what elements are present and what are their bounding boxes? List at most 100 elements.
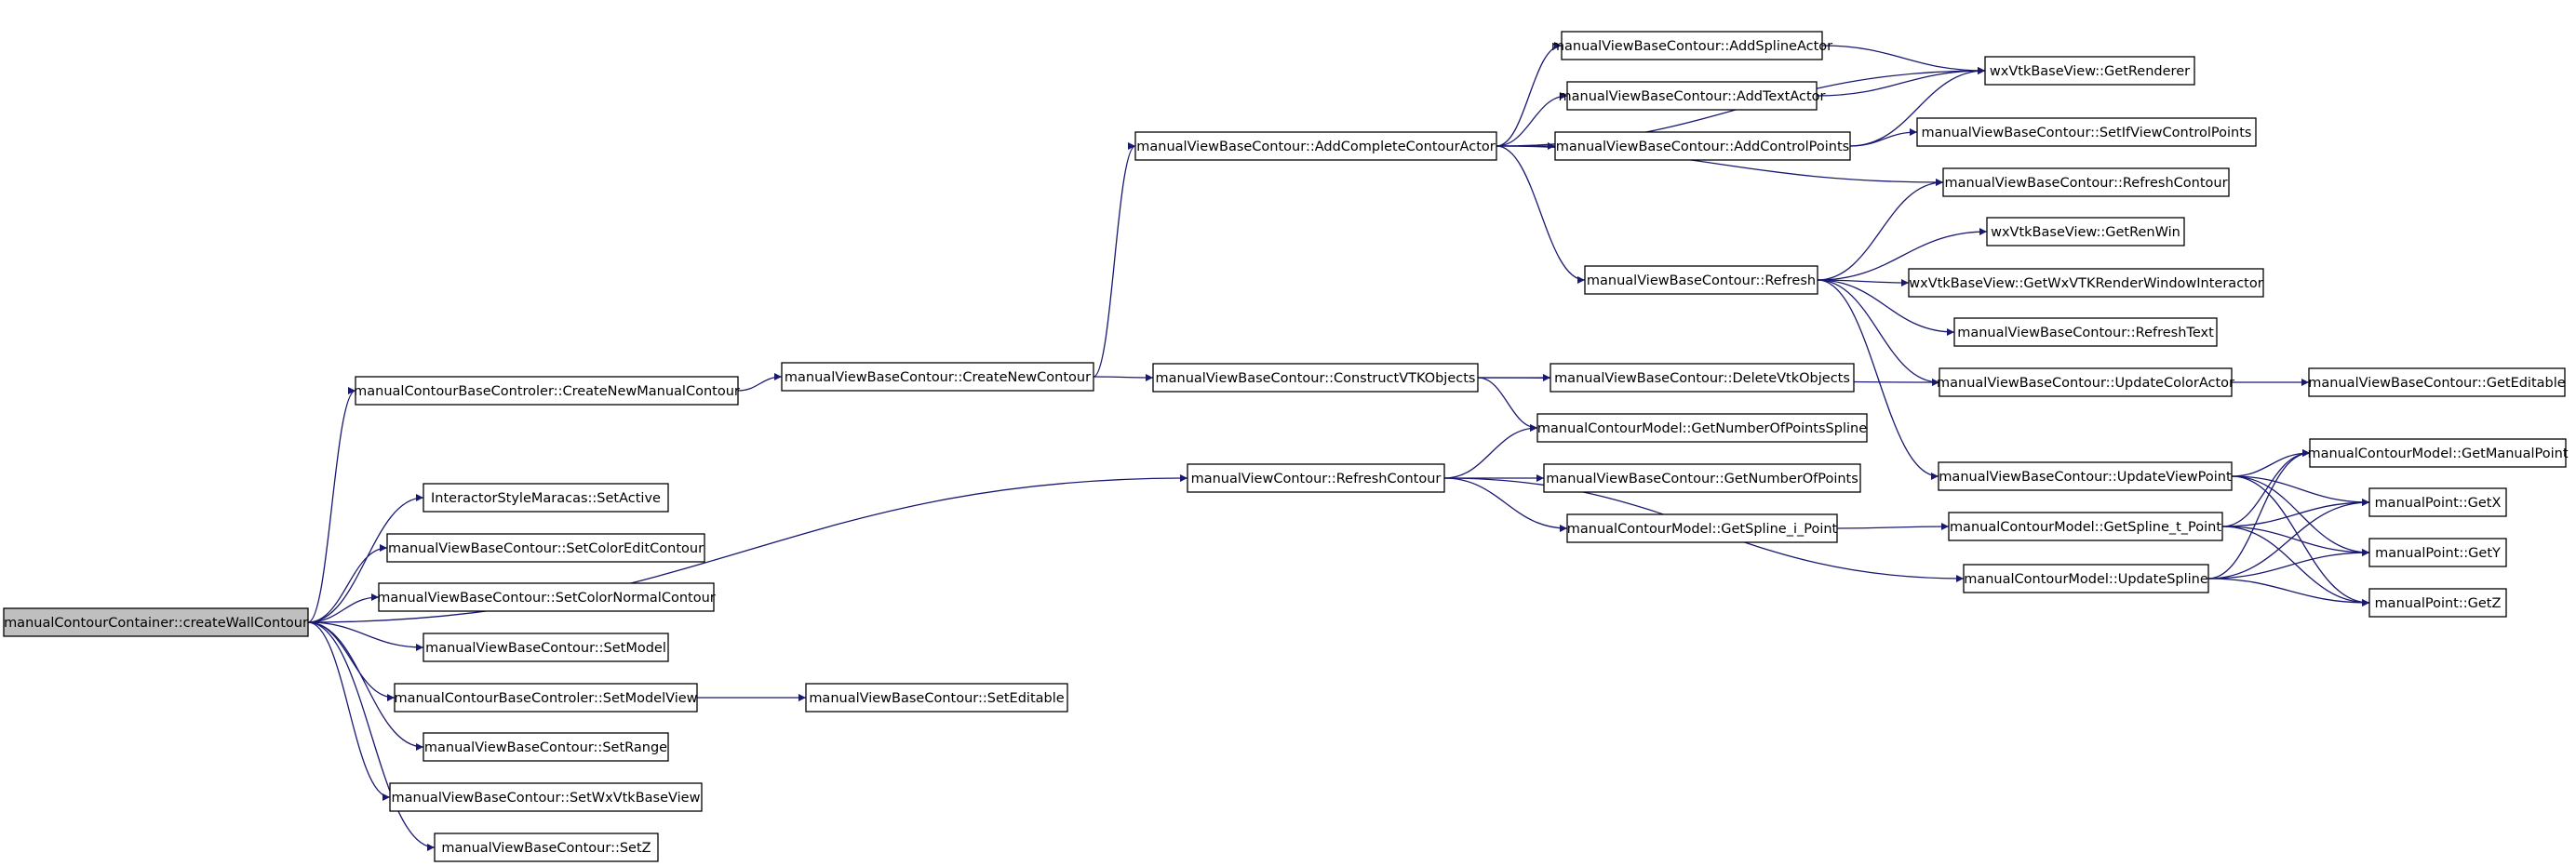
node-us[interactable]: manualContourModel::UpdateSpline	[1963, 564, 2209, 593]
node-label: manualViewBaseContour::SetModel	[425, 641, 666, 656]
node-scec[interactable]: manualViewBaseContour::SetColorEditConto…	[386, 533, 705, 563]
edge-ref-uvp	[1817, 279, 1939, 480]
node-isma[interactable]: InteractorStyleMaracas::SetActive	[423, 483, 669, 513]
node-ref[interactable]: manualViewBaseContour::Refresh	[1584, 265, 1818, 295]
edge-cnc-cvtk	[1093, 373, 1154, 381]
node-gstp[interactable]: manualContourModel::GetSpline_t_Point	[1948, 512, 2223, 541]
node-box	[1938, 461, 2233, 491]
node-box	[1916, 117, 2257, 147]
node-cnc[interactable]: manualViewBaseContour::CreateNewContour	[781, 362, 1094, 392]
node-label: manualViewBaseContour::RefreshText	[1957, 326, 2214, 340]
edge-gstp-gy	[2221, 526, 2370, 556]
edge-acp-sivcp	[1849, 128, 1918, 147]
edge-vrc-gsip	[1443, 477, 1568, 532]
node-label: manualViewBaseContour::AddControlPoints	[1556, 140, 1849, 154]
node-box	[1187, 463, 1445, 493]
node-box	[1566, 81, 1818, 111]
node-label: manualViewBaseContour::GetNumberOfPoints	[1546, 472, 1858, 486]
node-gx[interactable]: manualPoint::GetX	[2368, 487, 2507, 517]
node-box	[1566, 513, 1838, 543]
node-grw[interactable]: wxVtkBaseView::GetRenWin	[1986, 217, 2185, 246]
node-ata[interactable]: manualViewBaseContour::AddTextActor	[1559, 81, 1826, 111]
node-sivcp[interactable]: manualViewBaseContour::SetIfViewControlP…	[1916, 117, 2257, 147]
node-acca[interactable]: manualViewBaseContour::AddCompleteContou…	[1134, 131, 1497, 161]
node-grend[interactable]: wxVtkBaseView::GetRenderer	[1984, 56, 2195, 86]
node-uvp[interactable]: manualViewBaseContour::UpdateViewPoint	[1938, 461, 2233, 491]
node-label: manualViewBaseContour::UpdateColorActor	[1937, 376, 2234, 391]
node-box	[805, 683, 1068, 713]
node-label: manualViewBaseContour::AddCompleteContou…	[1136, 140, 1495, 154]
edge-us-gz	[2207, 578, 2370, 606]
edge-uvp-gy	[2231, 475, 2370, 556]
node-box	[1953, 317, 2218, 347]
node-box	[386, 533, 705, 563]
node-rt[interactable]: manualViewBaseContour::RefreshText	[1953, 317, 2218, 347]
node-swx[interactable]: manualViewBaseContour::SetWxVtkBaseView	[389, 782, 703, 812]
edge-asa-grend	[1821, 45, 1986, 74]
node-root[interactable]: manualContourContainer::createWallContou…	[3, 607, 309, 637]
edge-root-sr	[307, 621, 424, 751]
node-box	[378, 582, 715, 612]
edge-root-scec	[307, 544, 388, 623]
node-cvtk[interactable]: manualViewBaseContour::ConstructVTKObjec…	[1152, 363, 1479, 393]
edge-ata-grend	[1816, 67, 1986, 97]
node-box	[781, 362, 1094, 392]
edge-ref-grw	[1817, 228, 1988, 281]
edge-acca-asa	[1496, 42, 1563, 147]
node-label: manualViewBaseContour::GetEditable	[2308, 376, 2565, 391]
edge-cnc-acca	[1093, 142, 1136, 378]
node-gsip[interactable]: manualContourModel::GetSpline_i_Point	[1566, 513, 1838, 543]
node-sr[interactable]: manualViewBaseContour::SetRange	[423, 732, 669, 762]
edge-gstp-gx	[2221, 499, 2370, 527]
node-box	[2368, 538, 2507, 567]
edge-root-vrc	[307, 474, 1188, 623]
node-se[interactable]: manualViewBaseContour::SetEditable	[805, 683, 1068, 713]
node-box	[423, 483, 669, 513]
node-acp[interactable]: manualViewBaseContour::AddControlPoints	[1554, 131, 1851, 161]
node-box	[1963, 564, 2209, 593]
node-sz[interactable]: manualViewBaseContour::SetZ	[434, 833, 659, 862]
node-gwx[interactable]: wxVtkBaseView::GetWxVTKRenderWindowInter…	[1908, 268, 2264, 298]
node-box	[1554, 131, 1851, 161]
node-gz[interactable]: manualPoint::GetZ	[2368, 588, 2507, 618]
node-label: manualContourModel::GetManualPoint	[2307, 446, 2568, 461]
node-label: manualPoint::GetY	[2375, 546, 2501, 561]
node-label: manualViewBaseContour::AddTextActor	[1559, 89, 1826, 104]
node-label: manualContourModel::GetSpline_t_Point	[1950, 520, 2221, 535]
node-gy[interactable]: manualPoint::GetY	[2368, 538, 2507, 567]
node-uca[interactable]: manualViewBaseContour::UpdateColorActor	[1937, 367, 2234, 397]
node-label: manualViewBaseContour::SetIfViewControlP…	[1921, 126, 2251, 140]
node-ge[interactable]: manualViewBaseContour::GetEditable	[2308, 367, 2566, 397]
node-gmp[interactable]: manualContourModel::GetManualPoint	[2307, 438, 2569, 468]
node-sm[interactable]: manualViewBaseContour::SetModel	[423, 633, 669, 662]
node-box	[1543, 463, 1861, 493]
edges-layer	[307, 42, 2370, 851]
node-gnp[interactable]: manualViewBaseContour::GetNumberOfPoints	[1543, 463, 1861, 493]
node-dvo[interactable]: manualViewBaseContour::DeleteVtkObjects	[1550, 363, 1855, 393]
edge-vrc-gnps	[1443, 424, 1538, 479]
edge-root-sz	[307, 621, 436, 851]
node-label: manualContourModel::GetSpline_i_Point	[1567, 522, 1838, 537]
node-label: manualContourBaseControler::CreateNewMan…	[354, 384, 740, 399]
node-label: wxVtkBaseView::GetRenderer	[1990, 64, 2190, 79]
node-label: manualViewBaseContour::CreateNewContour	[785, 370, 1091, 385]
node-box	[1134, 131, 1497, 161]
node-scnc[interactable]: manualViewBaseContour::SetColorNormalCon…	[377, 582, 716, 612]
node-label: manualViewBaseContour::SetRange	[424, 740, 667, 755]
node-label: manualContourContainer::createWallContou…	[4, 616, 308, 631]
node-asa[interactable]: manualViewBaseContour::AddSplineActor	[1551, 31, 1832, 60]
nodes-layer: manualContourContainer::createWallContou…	[3, 31, 2569, 862]
node-cnmc[interactable]: manualContourBaseControler::CreateNewMan…	[354, 376, 740, 406]
node-vrc[interactable]: manualViewContour::RefreshContour	[1187, 463, 1445, 493]
node-smv[interactable]: manualContourBaseControler::SetModelView	[394, 683, 698, 713]
node-label: wxVtkBaseView::GetWxVTKRenderWindowInter…	[1909, 276, 2262, 291]
node-rc[interactable]: manualViewBaseContour::RefreshContour	[1942, 167, 2230, 197]
node-label: wxVtkBaseView::GetRenWin	[1991, 225, 2180, 240]
node-label: manualContourModel::UpdateSpline	[1964, 572, 2208, 587]
node-label: manualContourBaseControler::SetModelView	[394, 691, 697, 706]
node-box	[1984, 56, 2195, 86]
node-box	[2309, 438, 2567, 468]
edge-acca-ata	[1496, 92, 1568, 147]
node-gnps[interactable]: manualContourModel::GetNumberOfPointsSpl…	[1536, 413, 1868, 443]
